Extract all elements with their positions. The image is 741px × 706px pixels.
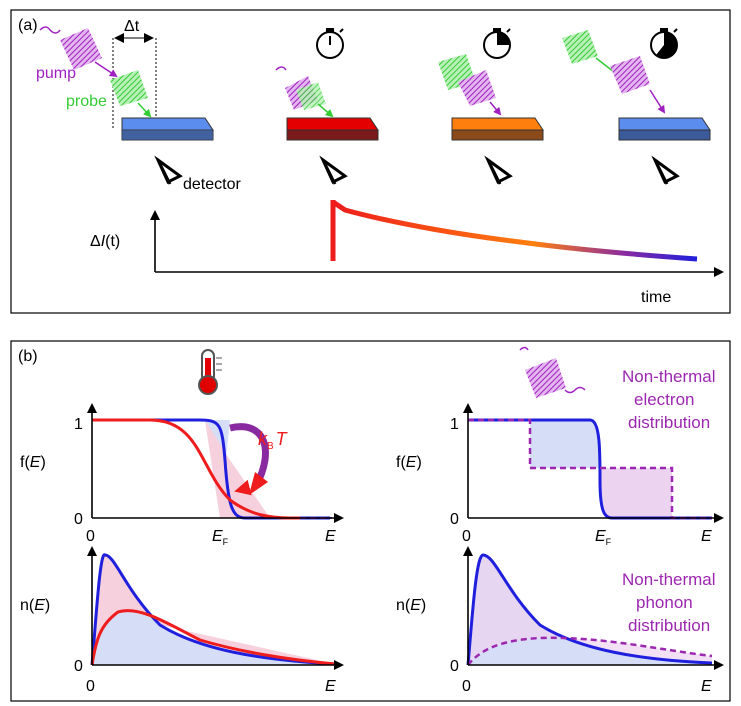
nonthermal-electron-line-3: distribution: [628, 413, 710, 432]
f-tick-zero-right: 0: [450, 511, 459, 528]
time-label: time: [641, 289, 671, 306]
n-tick-zero-left: 0: [74, 658, 83, 675]
sample-1: [121, 117, 214, 141]
stopwatch-icon-2: [483, 28, 511, 59]
pump-probe-pulse-2: [275, 66, 334, 118]
signal-axis-label: ΔI(t): [90, 233, 120, 250]
sample-3: [451, 117, 544, 141]
n-tick-zero-right: 0: [450, 658, 459, 675]
delay-label: Δt: [124, 18, 140, 35]
pump-pulse-1: [39, 26, 118, 78]
stopwatch-icon-3: [650, 28, 678, 59]
detector-icon-4: [651, 155, 680, 185]
n-axis-label-right: n(E): [396, 597, 426, 614]
f-x-origin-right: 0: [462, 528, 471, 545]
f-tick-one-left: 1: [74, 416, 83, 433]
f-x-label-right: E: [701, 528, 712, 545]
pump-probe-pulse-3: [438, 54, 502, 116]
n-x-origin-right: 0: [462, 678, 471, 695]
pump-label: pump: [36, 65, 76, 82]
panel-a-tag: (a): [18, 17, 38, 34]
f-plot-nonthermal: [463, 403, 724, 523]
f-x-label-left: E: [325, 528, 336, 545]
detector-icon-3: [484, 155, 513, 185]
f-x-origin-left: 0: [86, 528, 95, 545]
detector-label: detector: [183, 176, 241, 193]
f-axis-label-left: f(E): [20, 454, 46, 471]
nonthermal-electron-line-1: Non-thermal: [622, 367, 716, 386]
f-plot-thermal: [87, 403, 344, 523]
detector-icon-2: [319, 155, 348, 185]
panel-b-tag: (b): [18, 348, 38, 365]
n-axis-label-left: n(E): [20, 597, 50, 614]
nonthermal-phonon-line-1: Non-thermal: [622, 570, 716, 589]
stopwatch-icon-1: [316, 28, 344, 59]
f-axis-label-right: f(E): [396, 454, 422, 471]
n-plot-nonthermal: [463, 546, 724, 670]
thermometer-icon: [198, 349, 222, 395]
panel-a-frame: [10, 9, 731, 314]
pump-probe-pulse-4: [562, 30, 666, 114]
panel-b-frame: [10, 340, 731, 702]
sample-2: [286, 117, 379, 141]
f-tick-zero-left: 0: [74, 511, 83, 528]
sample-4: [618, 117, 711, 141]
detector-icon-1: [154, 155, 183, 185]
n-x-label-right: E: [701, 678, 712, 695]
nonthermal-electron-line-2: electron: [634, 390, 694, 409]
n-x-label-left: E: [325, 678, 336, 695]
signal-decay-trace: [331, 199, 698, 262]
pump-pulse-icon: [519, 346, 586, 398]
probe-label: probe: [66, 93, 107, 110]
n-x-origin-left: 0: [86, 678, 95, 695]
ef-label-left: EF: [212, 528, 229, 547]
nonthermal-phonon-line-2: phonon: [636, 593, 693, 612]
ef-label-right: EF: [595, 528, 612, 547]
probe-pulse-1: [110, 70, 152, 118]
f-tick-one-right: 1: [450, 416, 459, 433]
nonthermal-phonon-line-3: distribution: [628, 616, 710, 635]
n-plot-thermal: [87, 546, 344, 670]
